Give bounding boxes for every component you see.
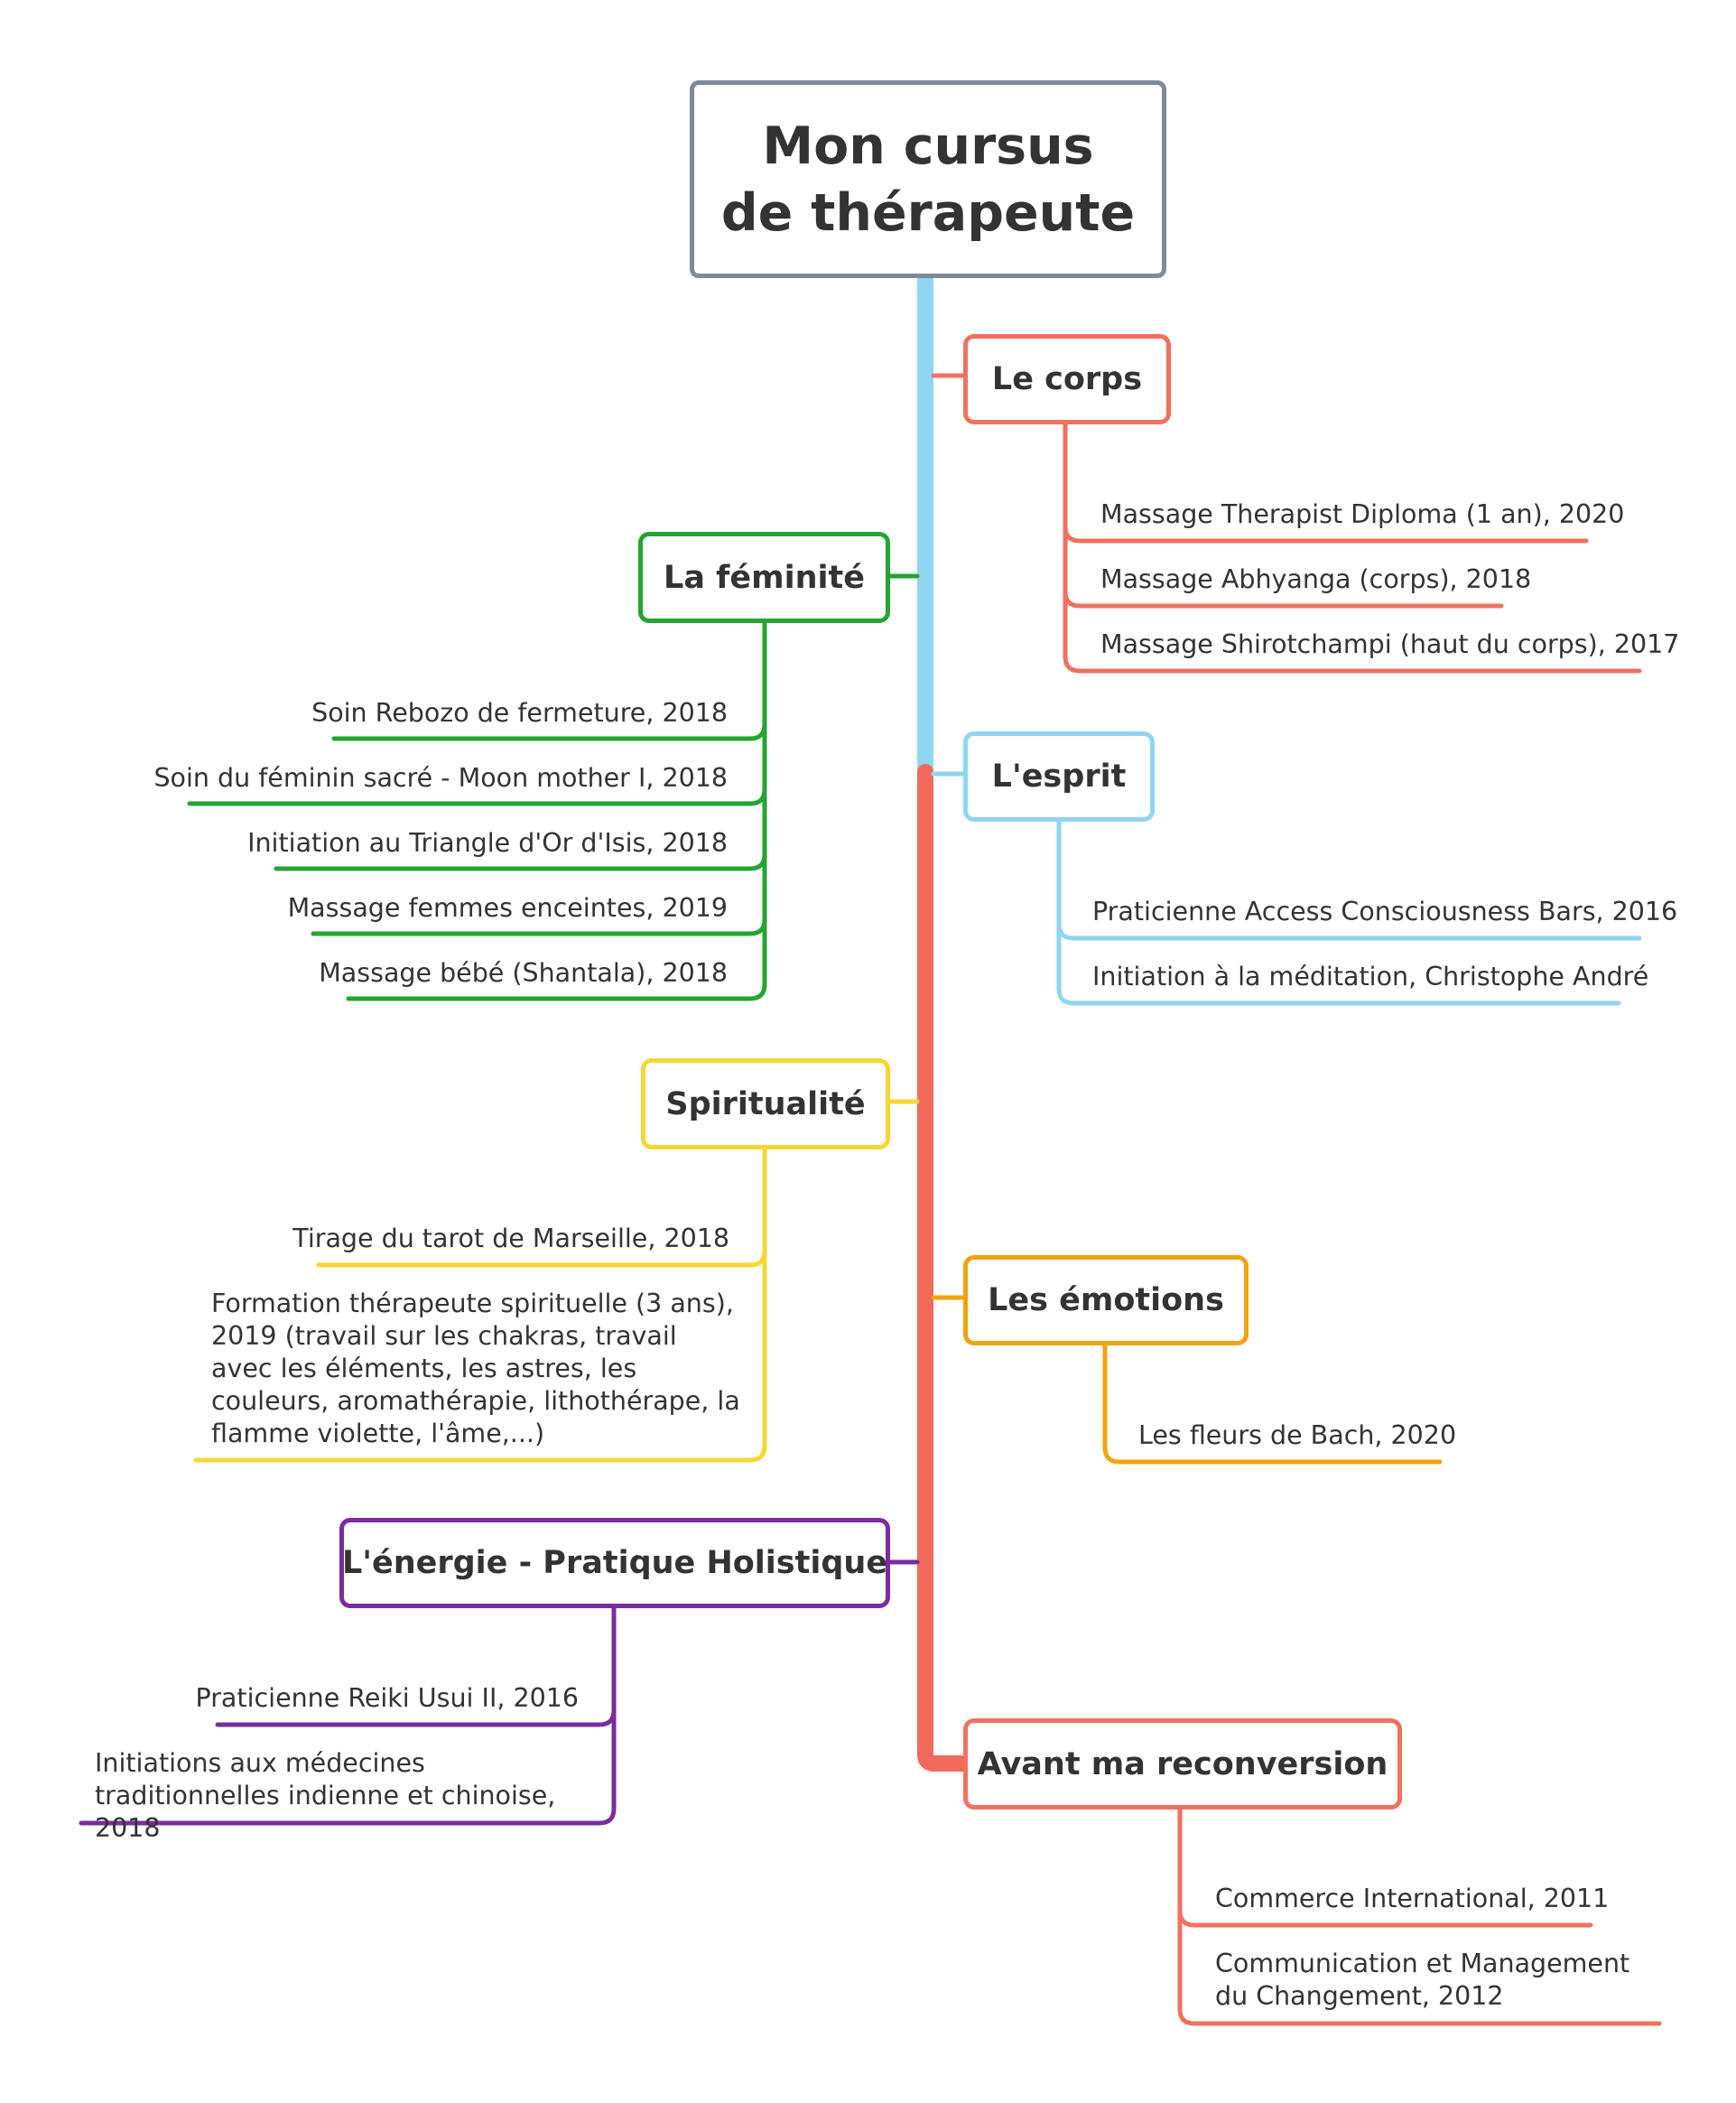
trunk-lower — [917, 764, 972, 1772]
feminine-item-4: Massage femmes enceintes, 2019 — [287, 893, 728, 923]
branch-energy[interactable]: L'énergie - Pratique Holistique — [339, 1518, 890, 1608]
branch-spirit-title: Spiritualité — [665, 1085, 866, 1122]
body-item-2: Massage Abhyanga (corps), 2018 — [1100, 564, 1532, 594]
energy-item-1: Praticienne Reiki Usui II, 2016 — [195, 1683, 579, 1713]
connector-mind-items — [1056, 819, 1642, 1006]
branch-energy-title: L'énergie - Pratique Holistique — [341, 1545, 888, 1581]
branch-mind[interactable]: L'esprit — [963, 731, 1155, 822]
connector-energy-items — [79, 1605, 617, 1826]
branch-feminine[interactable]: La féminité — [638, 532, 890, 623]
emotions-item-1: Les fleurs de Bach, 2020 — [1138, 1420, 1457, 1450]
spirit-item-2: Formation thérapeute spirituelle (3 ans)… — [211, 1289, 740, 1448]
branch-mind-title: L'esprit — [991, 758, 1127, 795]
connector-spirit-items — [193, 1147, 767, 1463]
connector-body-items — [1063, 422, 1642, 674]
branch-emotions[interactable]: Les émotions — [963, 1255, 1249, 1345]
root-title-line2: de thérapeute — [720, 182, 1136, 243]
energy-item-2: Initiations aux médecines traditionnelle… — [95, 1748, 556, 1843]
connector-emotions-items — [1102, 1343, 1443, 1465]
body-item-1: Massage Therapist Diploma (1 an), 2020 — [1100, 499, 1625, 529]
mind-item-1: Praticienne Access Consciousness Bars, 2… — [1092, 897, 1678, 926]
feminine-item-2: Soin du féminin sacré - Moon mother I, 2… — [153, 763, 728, 793]
mind-item-2: Initiation à la méditation, Christophe A… — [1092, 962, 1649, 991]
feminine-item-3: Initiation au Triangle d'Or d'Isis, 2018 — [247, 828, 728, 858]
branch-before[interactable]: Avant ma reconversion — [963, 1718, 1402, 1810]
branch-body[interactable]: Le corps — [963, 334, 1171, 424]
before-item-2: Communication et Management du Changemen… — [1215, 1949, 1630, 2011]
branch-before-title: Avant ma reconversion — [977, 1745, 1388, 1782]
feminine-item-1: Soin Rebozo de fermeture, 2018 — [311, 698, 728, 728]
branch-feminine-title: La féminité — [664, 559, 865, 596]
branch-emotions-title: Les émotions — [988, 1282, 1224, 1318]
body-item-3: Massage Shirotchampi (haut du corps), 20… — [1100, 629, 1680, 659]
root-title-line1: Mon cursus — [762, 116, 1094, 176]
before-item-1: Commerce International, 2011 — [1215, 1884, 1610, 1913]
spirit-item-1: Tirage du tarot de Marseille, 2018 — [292, 1224, 729, 1253]
connector-feminine-items — [187, 620, 767, 1001]
branch-spirit[interactable]: Spiritualité — [641, 1058, 890, 1149]
connector-before-items — [1177, 1807, 1662, 2026]
feminine-item-5: Massage bébé (Shantala), 2018 — [319, 958, 728, 988]
branch-body-title: Le corps — [991, 361, 1143, 397]
root-node[interactable]: Mon cursus de thérapeute — [690, 80, 1166, 278]
